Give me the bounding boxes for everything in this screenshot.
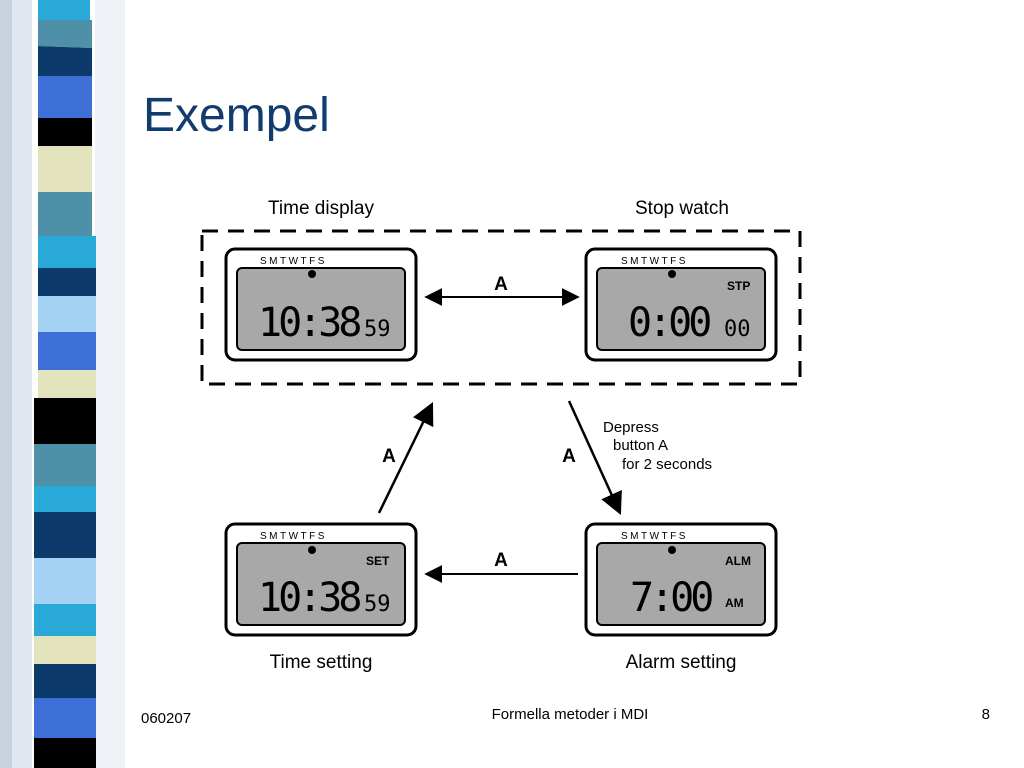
lcd-badge-stp: STP: [727, 279, 750, 293]
page-number: 8: [981, 706, 990, 723]
watch-stop-watch: SMTWTFS STP 0:00 00: [584, 247, 778, 362]
note-line-3: for 2 seconds: [622, 456, 712, 473]
day-indicator-dot: [668, 270, 676, 278]
weekday-row: SMTWTFS: [260, 256, 327, 267]
transition-right: A: [562, 400, 622, 516]
transition-left: A: [377, 401, 434, 514]
transition-top: A: [424, 274, 580, 306]
watch-time-setting: SMTWTFS SET 10:38 59: [224, 522, 418, 637]
watch-time-display: SMTWTFS 10:38 59: [224, 247, 418, 362]
weekday-row: SMTWTFS: [621, 531, 688, 542]
footer-date: 060207: [141, 710, 192, 727]
transition-bottom: A: [424, 550, 578, 583]
lcd-hundredths: 00: [724, 317, 751, 342]
lcd-main-digits: 0:00: [628, 300, 710, 346]
watch-alarm-setting: SMTWTFS ALM AM 7:00: [584, 522, 778, 637]
lcd-badge-am: AM: [725, 596, 744, 610]
decorative-stripe-bar: [0, 0, 125, 768]
label-time-setting: Time setting: [270, 652, 373, 673]
lcd-main-digits: 10:38: [258, 575, 360, 621]
transition-label: A: [494, 274, 508, 295]
label-alarm-setting: Alarm setting: [626, 652, 737, 673]
day-indicator-dot: [308, 546, 316, 554]
slide-title: Exempel: [143, 89, 330, 142]
transition-label: A: [382, 446, 396, 467]
day-indicator-dot: [668, 546, 676, 554]
label-stop-watch: Stop watch: [635, 198, 729, 219]
footer-title: Formella metoder i MDI: [491, 706, 649, 723]
transition-label: A: [562, 446, 576, 467]
transition-label: A: [494, 550, 508, 571]
lcd-main-digits: 10:38: [258, 300, 360, 346]
lcd-seconds: 59: [364, 317, 391, 342]
dashed-group-box: [200, 229, 802, 386]
lcd-main-digits: 7:00: [630, 575, 712, 621]
weekday-row: SMTWTFS: [621, 256, 688, 267]
note-line-1: Depress: [603, 419, 659, 436]
lcd-badge-alm: ALM: [725, 554, 751, 568]
label-time-display: Time display: [268, 198, 374, 219]
lcd-badge-set: SET: [366, 554, 390, 568]
day-indicator-dot: [308, 270, 316, 278]
lcd-seconds: 59: [364, 592, 391, 617]
weekday-row: SMTWTFS: [260, 531, 327, 542]
note-line-2: button A: [613, 437, 668, 454]
